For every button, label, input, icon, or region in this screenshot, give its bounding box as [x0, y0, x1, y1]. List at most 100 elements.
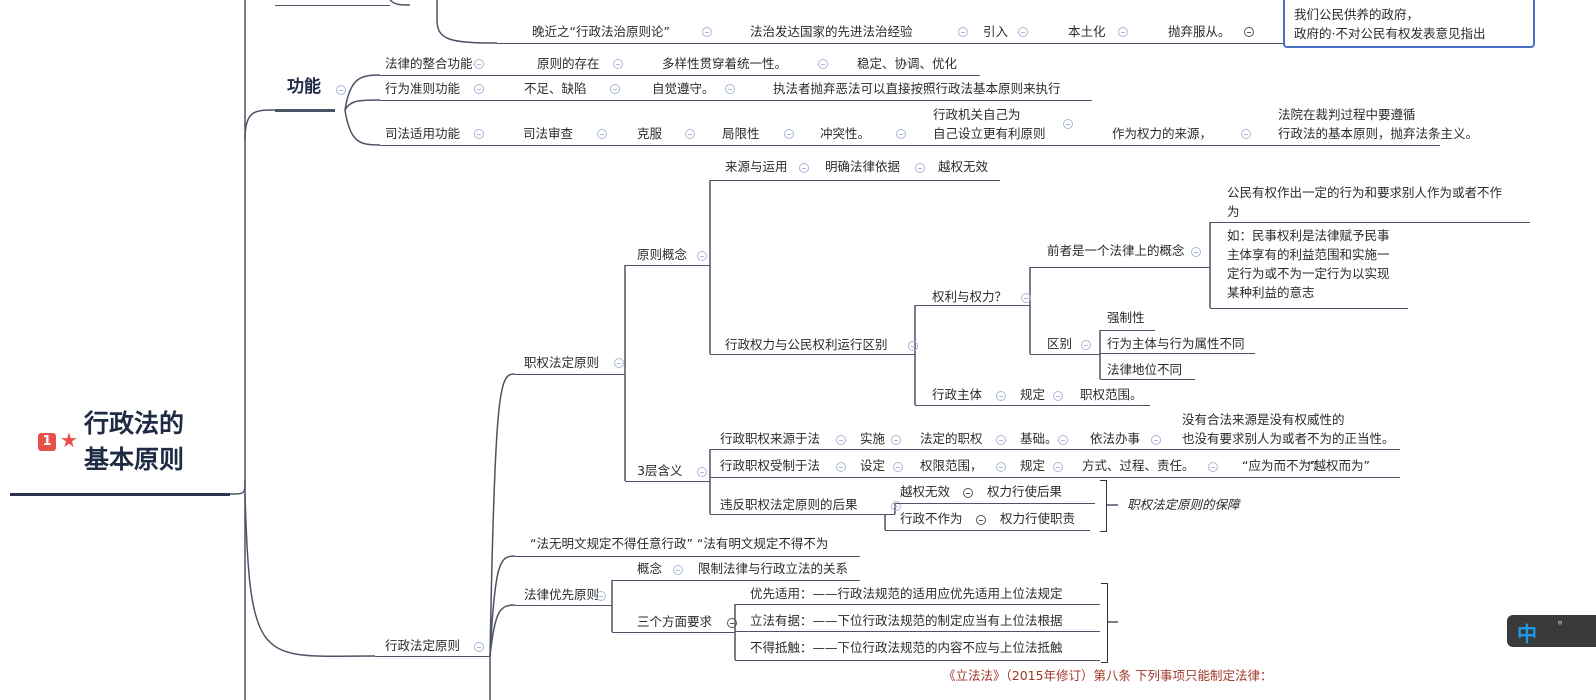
collapse-icon[interactable] — [896, 129, 906, 139]
node[interactable]: 司法适用功能 — [385, 126, 461, 141]
node[interactable]: 权力行使职责 — [1000, 511, 1076, 526]
node[interactable]: “越权而为” — [1307, 458, 1370, 473]
node[interactable]: 执法者抛弃恶法可以直接按照行政法基本原则来执行 — [773, 81, 1061, 96]
collapse-icon[interactable] — [336, 85, 346, 95]
node[interactable]: 职权范围。 — [1080, 387, 1143, 402]
node[interactable]: 行为主体与行为属性不同 — [1107, 336, 1245, 351]
collapse-icon[interactable] — [996, 462, 1006, 472]
node[interactable]: 行政职权受制于法 — [720, 458, 821, 473]
collapse-icon[interactable] — [1063, 119, 1073, 129]
node[interactable]: 公民有权作出一定的行为和要求别人作为或者不作 — [1227, 185, 1503, 200]
collapse-icon[interactable] — [727, 618, 737, 628]
node[interactable]: 自觉遵守。 — [652, 81, 715, 96]
ime-chinese-icon[interactable]: 中 — [1517, 622, 1537, 646]
node[interactable]: 法律优先原则 — [524, 587, 600, 602]
node[interactable]: 立法有据：——下位行政法规范的制定应当有上位法根据 — [750, 613, 1063, 628]
node[interactable]: 原则的存在 — [537, 56, 600, 71]
node-localize[interactable]: 本土化 — [1068, 24, 1106, 39]
node[interactable]: 三个方面要求 — [637, 614, 713, 629]
collapse-icon[interactable] — [673, 565, 683, 575]
node[interactable]: 规定 — [1020, 458, 1046, 473]
node[interactable]: 法律地位不同 — [1107, 362, 1183, 377]
node[interactable]: 定行为或不为一定行为以实现 — [1227, 266, 1390, 281]
collapse-icon[interactable] — [976, 515, 986, 525]
collapse-icon[interactable] — [1244, 27, 1254, 37]
node[interactable]: “应为而不为” — [1242, 458, 1318, 473]
collapse-icon[interactable] — [1081, 340, 1091, 350]
node[interactable]: 作为权力的来源， — [1112, 126, 1213, 141]
node[interactable]: 限制法律与行政立法的关系 — [698, 561, 849, 576]
node[interactable]: 法律的整合功能 — [385, 56, 473, 71]
collapse-icon[interactable] — [596, 591, 606, 601]
collapse-icon[interactable] — [1191, 247, 1201, 257]
node[interactable]: 设定 — [860, 458, 886, 473]
node-authority-legal[interactable]: 职权法定原则 — [524, 355, 600, 370]
collapse-icon[interactable] — [1053, 391, 1063, 401]
collapse-icon[interactable] — [915, 163, 925, 173]
node[interactable]: 行政法的基本原则，抛弃法条主义。 — [1278, 126, 1479, 141]
node[interactable]: 越权无效 — [900, 484, 951, 499]
node[interactable]: 多样性贯穿着统一性。 — [662, 56, 788, 71]
node-introduce[interactable]: 引入 — [983, 24, 1009, 39]
collapse-icon[interactable] — [613, 59, 623, 69]
collapse-icon[interactable] — [891, 501, 901, 511]
collapse-icon[interactable] — [1151, 435, 1161, 445]
node[interactable]: 没有合法来源是没有权威性的 — [1182, 412, 1345, 427]
node[interactable]: 依法办事 — [1090, 431, 1141, 446]
node[interactable]: 权利与权力？ — [932, 289, 1008, 304]
collapse-icon[interactable] — [597, 129, 607, 139]
collapse-icon[interactable] — [702, 27, 712, 37]
node[interactable]: 前者是一个法律上的概念 — [1047, 243, 1185, 258]
node[interactable]: 行政不作为 — [900, 511, 963, 526]
node[interactable]: 某种利益的意志 — [1227, 285, 1315, 300]
node[interactable]: 法定的职权 — [920, 431, 983, 446]
root-title[interactable]: 行政法的基本原则 — [84, 406, 184, 478]
collapse-icon[interactable] — [1021, 293, 1031, 303]
node[interactable]: “法无明文规定不得任意行政” “法有明文规定不得不为 — [530, 536, 829, 551]
node[interactable]: 强制性 — [1107, 310, 1145, 325]
collapse-icon[interactable] — [996, 435, 1006, 445]
node[interactable]: 法院在裁判过程中要遵循 — [1278, 107, 1416, 122]
node-legislation-law[interactable]: 《立法法》（2015年修订）第八条 下列事项只能制定法律： — [943, 668, 1273, 683]
node-admin-legal[interactable]: 行政法定原则 — [385, 638, 461, 653]
node[interactable]: 克服 — [637, 126, 663, 141]
node[interactable]: 行政主体 — [932, 387, 983, 402]
collapse-icon[interactable] — [725, 84, 735, 94]
node[interactable]: 行政权力与公民权利运行区别 — [725, 337, 888, 352]
collapse-icon[interactable] — [891, 435, 901, 445]
collapse-icon[interactable] — [799, 163, 809, 173]
node[interactable]: 区别 — [1047, 336, 1073, 351]
collapse-icon[interactable] — [1208, 462, 1218, 472]
node[interactable]: 行政职权来源于法 — [720, 431, 821, 446]
node[interactable]: 行为准则功能 — [385, 81, 461, 96]
collapse-icon[interactable] — [474, 642, 484, 652]
node[interactable]: 明确法律依据 — [825, 159, 901, 174]
node[interactable]: 越权无效 — [938, 159, 989, 174]
node[interactable]: 概念 — [637, 561, 663, 576]
node[interactable]: 方式、过程、责任。 — [1082, 458, 1195, 473]
collapse-icon[interactable] — [958, 27, 968, 37]
collapse-icon[interactable] — [614, 358, 624, 368]
collapse-icon[interactable] — [963, 488, 973, 498]
summary-node[interactable]: 职权法定原则的保障 — [1127, 497, 1240, 512]
collapse-icon[interactable] — [685, 129, 695, 139]
node[interactable]: 稳定、协调、优化 — [857, 56, 958, 71]
collapse-icon[interactable] — [908, 341, 918, 351]
collapse-icon[interactable] — [474, 84, 484, 94]
node[interactable]: 来源与运用 — [725, 159, 788, 174]
node[interactable]: 不足、缺陷 — [524, 81, 587, 96]
ime-punct-icon[interactable]: ° — [1557, 619, 1563, 633]
collapse-icon[interactable] — [474, 129, 484, 139]
node-abandon-obey[interactable]: 抛弃服从。 — [1168, 24, 1231, 39]
collapse-icon[interactable] — [893, 462, 903, 472]
node[interactable]: 行政机关自己为 — [933, 107, 1021, 122]
node[interactable]: 基础。 — [1020, 431, 1058, 446]
node-experience[interactable]: 法治发达国家的先进法治经验 — [750, 24, 913, 39]
collapse-icon[interactable] — [818, 59, 828, 69]
collapse-icon[interactable] — [474, 59, 484, 69]
collapse-icon[interactable] — [697, 251, 707, 261]
node[interactable]: 也没有要求别人为或者不为的正当性。 — [1182, 431, 1395, 446]
collapse-icon[interactable] — [996, 391, 1006, 401]
node[interactable]: 规定 — [1020, 387, 1046, 402]
collapse-icon[interactable] — [697, 467, 707, 477]
